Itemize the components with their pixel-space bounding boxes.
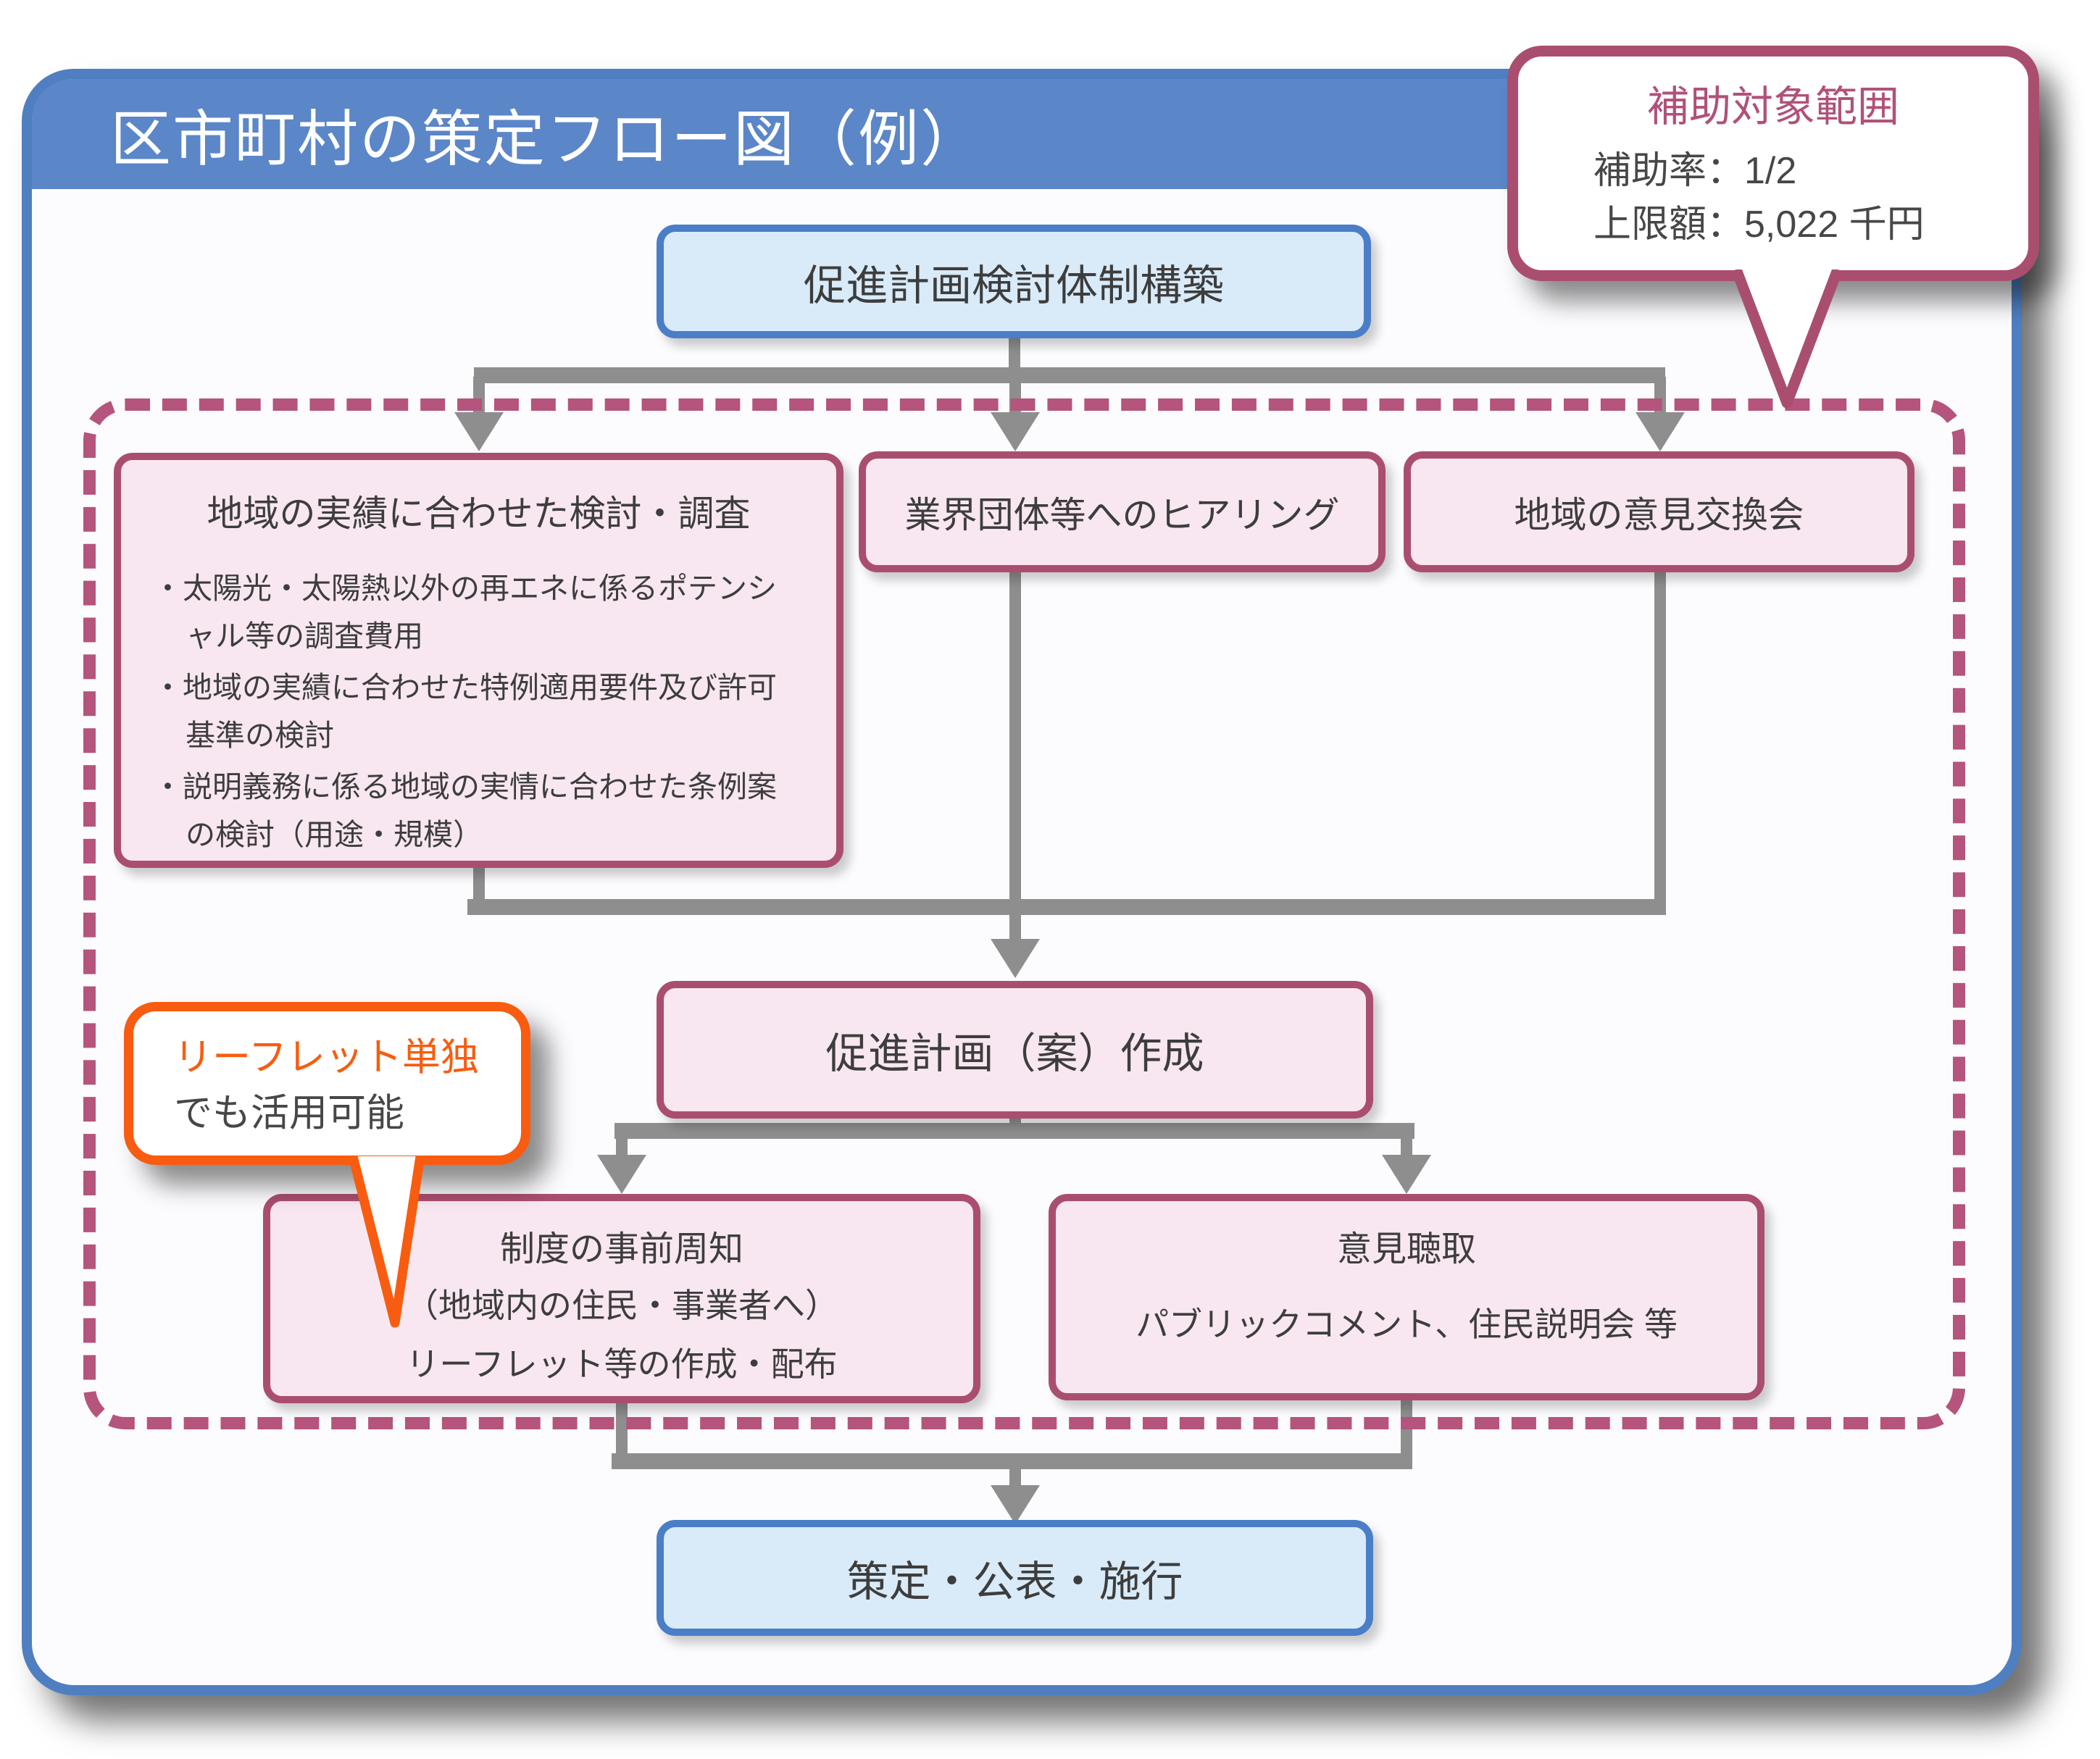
- connector-split-bar: [614, 1123, 1414, 1139]
- subsidy-rate: 補助率：1/2: [1593, 150, 1797, 192]
- bullet-item: ・太陽光・太陽熱以外の再エネに係るポテンシャル等の調査費用: [153, 572, 777, 653]
- node-exchange: 地域の意見交換会: [1404, 451, 1914, 572]
- connector-opinions-down: [1401, 1399, 1412, 1469]
- arrow-down-icon: [454, 412, 504, 451]
- arrow-down-icon: [597, 1155, 646, 1194]
- node-build-system: 促進計画検討体制構築: [657, 225, 1371, 338]
- connector-split-left: [616, 1137, 628, 1159]
- node-hearing: 業界団体等へのヒアリング: [859, 451, 1386, 572]
- node-title: 地域の実績に合わせた検討・調査: [207, 493, 751, 534]
- connector-exchange-down: [1654, 572, 1666, 908]
- leaflet-callout: リーフレット単独 でも活用可能: [124, 1002, 530, 1165]
- connector-split-right: [1401, 1137, 1412, 1159]
- node-draft: 促進計画（案）作成: [657, 981, 1373, 1119]
- node-line: 制度の事前周知: [499, 1230, 743, 1269]
- subsidy-callout: 補助対象範囲 補助率：1/2 上限額：5,022 千円: [1507, 46, 2039, 281]
- connector-merge-bar: [467, 899, 1666, 915]
- bullet-item: ・地域の実績に合わせた特例適用要件及び許可基準の検討: [153, 670, 777, 753]
- subsidy-callout-title: 補助対象範囲: [1646, 83, 1899, 130]
- connector-merge-stem: [1009, 913, 1021, 942]
- node-opinions: 意見聴取 パブリックコメント、住民説明会 等: [1049, 1194, 1764, 1400]
- connector-final-stem: [1009, 1468, 1021, 1488]
- subsidy-scope-dashed-border: [83, 398, 1965, 1429]
- node-label: 業界団体等へのヒアリング: [904, 494, 1340, 535]
- node-label: 促進計画（案）作成: [825, 1030, 1204, 1077]
- connector-top-bar: [474, 367, 1665, 383]
- node-prior-notice: 制度の事前周知 （地域内の住民・事業者へ） リーフレット等の作成・配布: [263, 1194, 980, 1403]
- bullet-list: ・太陽光・太陽熱以外の再エネに係るポテンシャル等の調査費用 ・地域の実績に合わせ…: [153, 564, 804, 861]
- page-title: 区市町村の策定フロー図（例）: [110, 104, 983, 173]
- connector-hearing-down: [1009, 572, 1021, 908]
- node-regional-study: 地域の実績に合わせた検討・調査 ・太陽光・太陽熱以外の再エネに係るポテンシャル等…: [114, 453, 843, 868]
- node-label: 地域の意見交換会: [1514, 494, 1804, 535]
- arrow-down-icon: [1382, 1155, 1431, 1194]
- callout-tail: [348, 1156, 425, 1328]
- arrow-down-icon: [991, 939, 1040, 978]
- connector-study-down: [473, 868, 485, 908]
- node-enact: 策定・公表・施行: [657, 1520, 1373, 1636]
- node-title: 意見聴取: [1336, 1230, 1476, 1269]
- connector-final-bar: [612, 1453, 1412, 1469]
- node-label: 促進計画検討体制構築: [803, 262, 1224, 309]
- arrow-down-icon: [991, 1485, 1040, 1524]
- callout-tail: [1730, 270, 1843, 409]
- node-subtitle: パブリックコメント、住民説明会 等: [1136, 1305, 1678, 1344]
- arrow-down-icon: [991, 412, 1040, 451]
- node-line: リーフレット等の作成・配布: [406, 1345, 838, 1383]
- arrow-down-icon: [1636, 412, 1685, 451]
- subsidy-cap: 上限額：5,022 千円: [1593, 203, 1925, 246]
- leaflet-callout-rest: でも活用可能: [174, 1091, 404, 1135]
- bullet-item: ・説明義務に係る地域の実情に合わせた条例案の検討（用途・規模）: [153, 769, 777, 852]
- node-line: （地域内の住民・事業者へ）: [405, 1287, 838, 1325]
- leaflet-callout-highlight: リーフレット単独: [174, 1036, 479, 1079]
- node-label: 策定・公表・施行: [846, 1558, 1183, 1605]
